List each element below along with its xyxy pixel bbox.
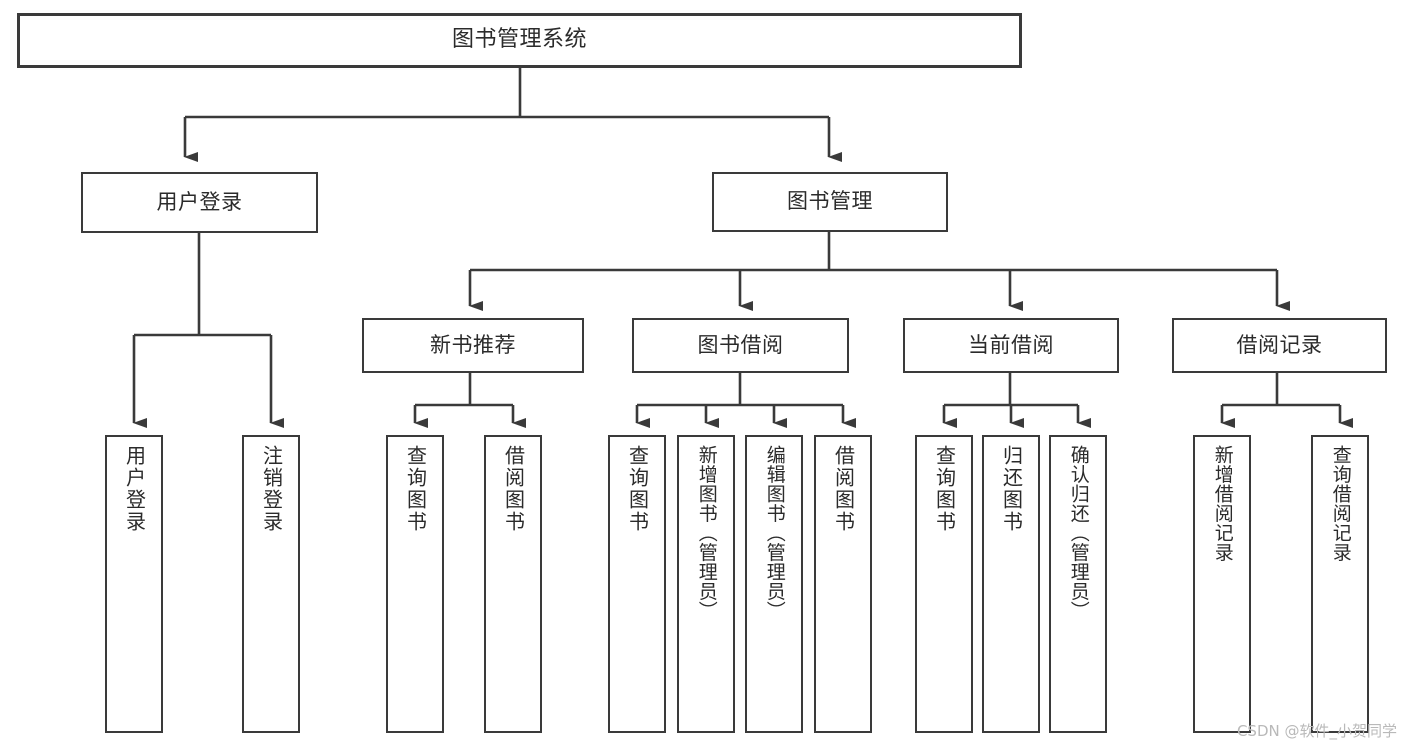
node-leaf-return-book-label: 归还图书: [999, 445, 1024, 533]
node-user-login[interactable]: 用户登录: [81, 172, 318, 233]
node-leaf-confirm-return[interactable]: 确认归还（管理员）: [1049, 435, 1107, 733]
node-user-login-label: 用户登录: [156, 189, 243, 214]
node-leaf-borrow-book-2-label: 借阅图书: [831, 445, 856, 533]
node-leaf-query-book-3[interactable]: 查询图书: [915, 435, 973, 733]
node-leaf-add-record[interactable]: 新增借阅记录: [1193, 435, 1251, 733]
node-leaf-edit-book[interactable]: 编辑图书（管理员）: [745, 435, 803, 733]
node-leaf-borrow-book-1[interactable]: 借阅图书: [484, 435, 542, 733]
csdn-watermark: CSDN @软件_小贺同学: [1236, 722, 1397, 740]
node-leaf-user-login[interactable]: 用户登录: [105, 435, 163, 733]
node-leaf-return-book[interactable]: 归还图书: [982, 435, 1040, 733]
node-leaf-edit-book-label: 编辑图书（管理员）: [763, 445, 786, 621]
node-current-borrow[interactable]: 当前借阅: [903, 318, 1119, 373]
node-leaf-query-book-2-label: 查询图书: [625, 445, 650, 533]
node-leaf-logout-login[interactable]: 注销登录: [242, 435, 300, 733]
node-leaf-confirm-return-label: 确认归还（管理员）: [1067, 445, 1090, 621]
node-leaf-query-book-2[interactable]: 查询图书: [608, 435, 666, 733]
node-book-borrow[interactable]: 图书借阅: [632, 318, 849, 373]
node-root[interactable]: 图书管理系统: [17, 13, 1022, 68]
node-new-book-recommend[interactable]: 新书推荐: [362, 318, 584, 373]
node-leaf-add-book[interactable]: 新增图书（管理员）: [677, 435, 735, 733]
node-book-borrow-label: 图书借阅: [697, 332, 784, 357]
node-leaf-query-record-label: 查询借阅记录: [1329, 445, 1352, 562]
node-leaf-borrow-book-2[interactable]: 借阅图书: [814, 435, 872, 733]
node-new-book-recommend-label: 新书推荐: [430, 332, 516, 357]
node-leaf-query-book-3-label: 查询图书: [932, 445, 957, 533]
node-leaf-query-record[interactable]: 查询借阅记录: [1311, 435, 1369, 733]
node-leaf-user-login-label: 用户登录: [122, 445, 147, 533]
node-leaf-add-record-label: 新增借阅记录: [1211, 445, 1234, 562]
node-leaf-logout-login-label: 注销登录: [259, 445, 284, 533]
node-book-manage-label: 图书管理: [787, 189, 873, 214]
node-leaf-borrow-book-1-label: 借阅图书: [501, 445, 526, 533]
node-book-manage[interactable]: 图书管理: [712, 172, 948, 232]
node-leaf-query-book-1-label: 查询图书: [403, 445, 428, 533]
node-current-borrow-label: 当前借阅: [968, 332, 1054, 357]
node-leaf-query-book-1[interactable]: 查询图书: [386, 435, 444, 733]
node-borrow-record-label: 借阅记录: [1236, 332, 1323, 357]
node-borrow-record[interactable]: 借阅记录: [1172, 318, 1387, 373]
node-leaf-add-book-label: 新增图书（管理员）: [695, 445, 718, 621]
node-root-label: 图书管理系统: [451, 27, 587, 53]
